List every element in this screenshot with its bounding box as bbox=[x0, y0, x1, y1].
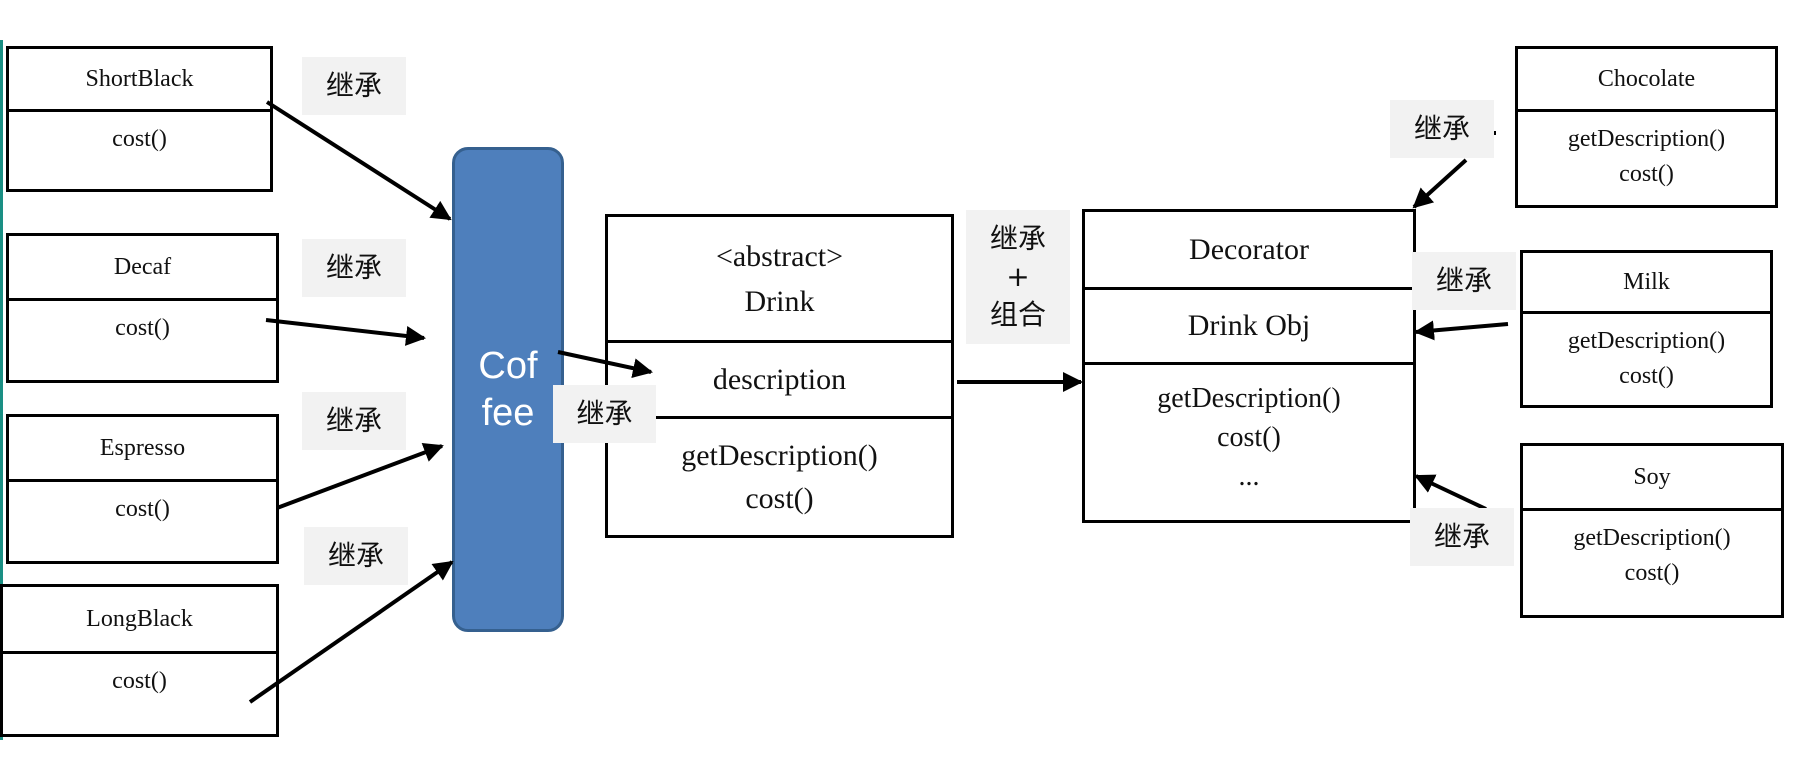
condiment-method-getdescription: getDescription() bbox=[1567, 126, 1726, 152]
class-method: cost() bbox=[9, 479, 276, 561]
class-decaf: Decaf cost() bbox=[6, 233, 279, 383]
class-name: Soy bbox=[1633, 463, 1671, 490]
drink-method-cost: cost() bbox=[745, 482, 814, 515]
decorator-name: Decorator bbox=[1189, 232, 1309, 266]
class-name: Espresso bbox=[99, 434, 186, 461]
decorator-field: Drink Obj bbox=[1085, 287, 1413, 362]
arrow-shortblack-coffee bbox=[265, 100, 452, 221]
drink-method-getdescription: getDescription() bbox=[681, 438, 878, 472]
class-name: Milk bbox=[1623, 268, 1670, 295]
class-method: cost() bbox=[9, 109, 270, 189]
drink-stereotype: <abstract> bbox=[715, 239, 844, 273]
left-edge-accent bbox=[0, 40, 3, 740]
arrow-chocolate-decorator bbox=[1412, 158, 1468, 209]
inherit-label-shortblack: 继承 bbox=[302, 57, 406, 115]
inherit-label-longblack: 继承 bbox=[304, 527, 408, 585]
coffee-class: Cof fee bbox=[452, 147, 564, 632]
class-name: Chocolate bbox=[1597, 65, 1696, 92]
class-shortblack: ShortBlack cost() bbox=[6, 46, 273, 192]
decorator-method-cost: cost() bbox=[1217, 422, 1281, 454]
inherit-compose-label: 继承 + 组合 bbox=[966, 210, 1070, 344]
class-name: Decaf bbox=[113, 253, 172, 280]
class-method: cost() bbox=[9, 298, 276, 380]
drink-name: Drink bbox=[744, 284, 815, 318]
inherit-label-soy: 继承 bbox=[1410, 508, 1514, 566]
inherit-label-coffee-drink: 继承 bbox=[553, 385, 656, 443]
class-chocolate: Chocolate getDescription() cost() bbox=[1515, 46, 1778, 208]
inherit-label-decaf: 继承 bbox=[302, 239, 406, 297]
condiment-method-cost: cost() bbox=[1619, 362, 1674, 389]
inherit-label-milk: 继承 bbox=[1412, 252, 1516, 310]
decorator-methods: getDescription() cost() ... bbox=[1085, 362, 1413, 520]
inherit-label-chocolate: 继承 bbox=[1390, 100, 1494, 158]
class-drink: <abstract> Drink description getDescript… bbox=[605, 214, 954, 538]
condiment-method-getdescription: getDescription() bbox=[1573, 525, 1731, 551]
class-method: cost() bbox=[3, 651, 276, 734]
decorator-ellipsis: ... bbox=[1238, 461, 1260, 493]
class-name: ShortBlack bbox=[85, 65, 194, 92]
condiment-method-getdescription: getDescription() bbox=[1567, 328, 1726, 354]
drink-header: <abstract> Drink bbox=[608, 217, 951, 340]
class-soy: Soy getDescription() cost() bbox=[1520, 443, 1784, 618]
class-espresso: Espresso cost() bbox=[6, 414, 279, 564]
condiment-methods: getDescription() cost() bbox=[1523, 311, 1770, 405]
class-milk: Milk getDescription() cost() bbox=[1520, 250, 1773, 408]
condiment-method-cost: cost() bbox=[1624, 559, 1680, 586]
arrow-soy-decorator bbox=[1414, 474, 1487, 511]
drink-attribute: description bbox=[608, 340, 951, 416]
decorator-method-getdescription: getDescription() bbox=[1157, 383, 1341, 414]
arrow-milk-decorator bbox=[1414, 320, 1509, 341]
condiment-methods: getDescription() cost() bbox=[1518, 109, 1775, 205]
condiment-method-cost: cost() bbox=[1619, 160, 1674, 187]
arrow-decaf-coffee bbox=[265, 318, 426, 346]
class-name: LongBlack bbox=[86, 605, 193, 632]
inherit-label-espresso: 继承 bbox=[302, 392, 406, 450]
arrow-espresso-coffee bbox=[276, 442, 444, 510]
condiment-methods: getDescription() cost() bbox=[1523, 508, 1781, 615]
class-decorator: Decorator Drink Obj getDescription() cos… bbox=[1082, 209, 1416, 523]
drink-methods: getDescription() cost() bbox=[608, 416, 951, 535]
class-longblack: LongBlack cost() bbox=[0, 584, 279, 737]
